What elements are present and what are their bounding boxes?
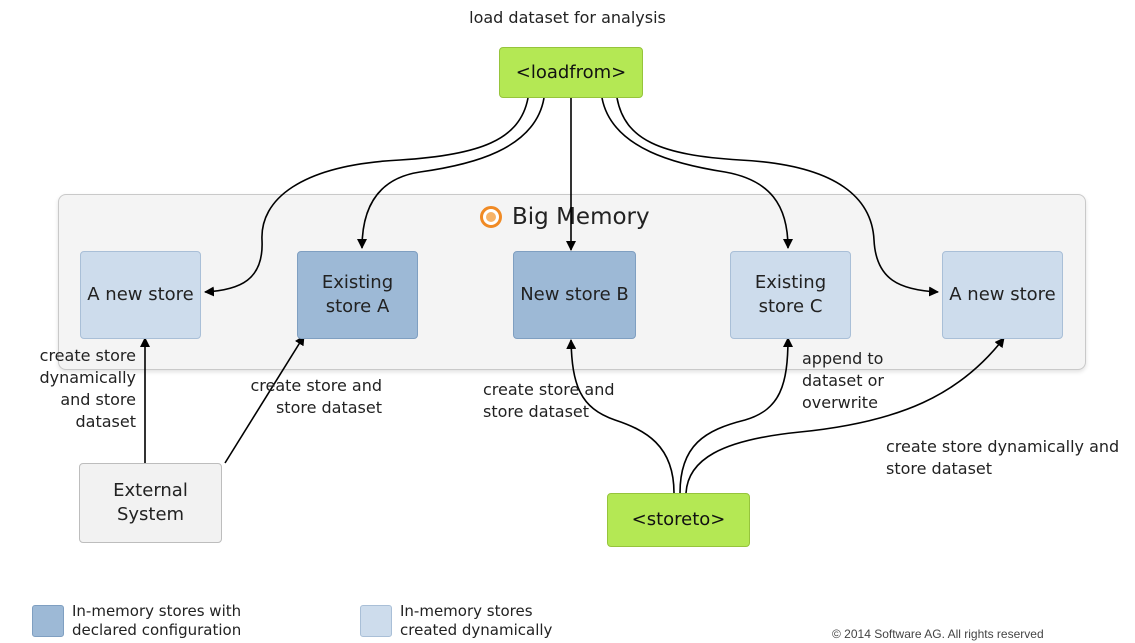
- big-memory-icon: [480, 206, 502, 228]
- store-existing-c: Existing store C: [730, 251, 851, 339]
- arrow-storeto-to-store-c: [679, 337, 793, 494]
- legend-swatch-declared: [32, 605, 64, 637]
- big-memory-label: Big Memory: [512, 204, 650, 230]
- legend-swatch-dynamic: [360, 605, 392, 637]
- store-new-b: New store B: [513, 251, 636, 339]
- arrow-storeto-to-store-b: [566, 339, 675, 494]
- note-append-store-c: append to dataset or overwrite: [802, 349, 884, 412]
- arrow-loadfrom-to-new-right: [616, 97, 939, 297]
- note-right-dynamic: create store dynamically and store datas…: [886, 437, 1120, 478]
- store-new-right: A new store: [942, 251, 1063, 339]
- store-new-left: A new store: [80, 251, 201, 339]
- note-left-dynamic: create store dynamically and store datas…: [39, 346, 136, 431]
- storeto-node: <storeto>: [607, 493, 750, 547]
- note-create-store-a: create store and store dataset: [250, 376, 382, 417]
- arrow-storeto-to-new-right: [685, 337, 1005, 494]
- legend-item-declared: In-memory stores with declared configura…: [32, 602, 292, 640]
- legend-label-declared: In-memory stores with declared configura…: [72, 602, 242, 639]
- external-system-node: External System: [79, 463, 222, 543]
- loadfrom-node: <loadfrom>: [499, 47, 643, 98]
- arrow-loadfrom-to-store-c: [601, 97, 793, 249]
- copyright-notice: © 2014 Software AG. All rights reserved: [832, 627, 1044, 641]
- big-memory-header: Big Memory: [480, 204, 650, 230]
- legend-item-dynamic: In-memory stores created dynamically: [360, 602, 580, 640]
- store-existing-a: Existing store A: [297, 251, 418, 339]
- arrow-loadfrom-to-new-left: [204, 97, 529, 297]
- arrow-loadfrom-to-store-a: [357, 97, 545, 249]
- diagram-title: load dataset for analysis: [469, 8, 666, 27]
- legend-label-dynamic: In-memory stores created dynamically: [400, 602, 553, 639]
- arrow-external-to-store-a: [224, 335, 305, 464]
- note-create-store-b: create store and store dataset: [483, 380, 615, 421]
